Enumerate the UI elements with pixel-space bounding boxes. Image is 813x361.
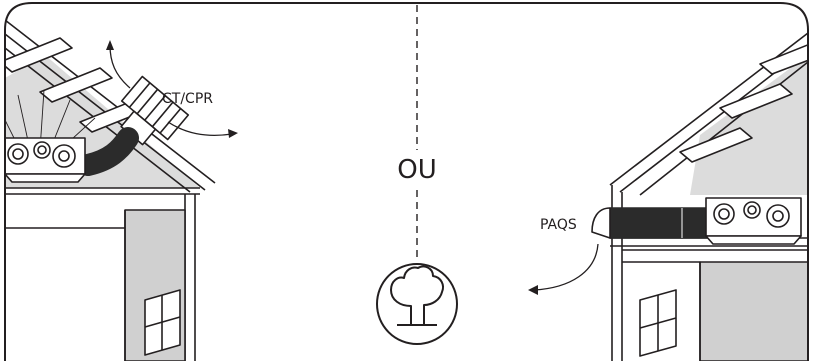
- tree-icon: [376, 263, 458, 345]
- left-ventilation-unit-icon: [5, 137, 86, 183]
- right-duct-pipe-icon: [609, 207, 708, 239]
- left-duct-pipe-icon: [77, 127, 139, 176]
- side-airflow-arrow: [528, 243, 599, 295]
- side-vent-label: PAQS: [540, 217, 577, 233]
- right-rafters: [679, 39, 808, 163]
- left-house: [5, 19, 238, 361]
- airflow-right-arrow: [167, 121, 233, 137]
- airflow-up-arrow: [109, 44, 131, 89]
- left-window: [144, 289, 181, 356]
- side-vent-hood-icon: [591, 207, 611, 239]
- right-house: [528, 32, 808, 361]
- right-ventilation-unit-icon: [705, 197, 802, 245]
- roof-vent-label: CT/CPR: [162, 91, 213, 107]
- right-room-wall-shade: [699, 261, 808, 361]
- or-label: OU: [397, 155, 437, 185]
- right-window: [639, 289, 677, 357]
- roof-airflow-arrows: [106, 40, 238, 138]
- diagram-frame: [4, 2, 809, 361]
